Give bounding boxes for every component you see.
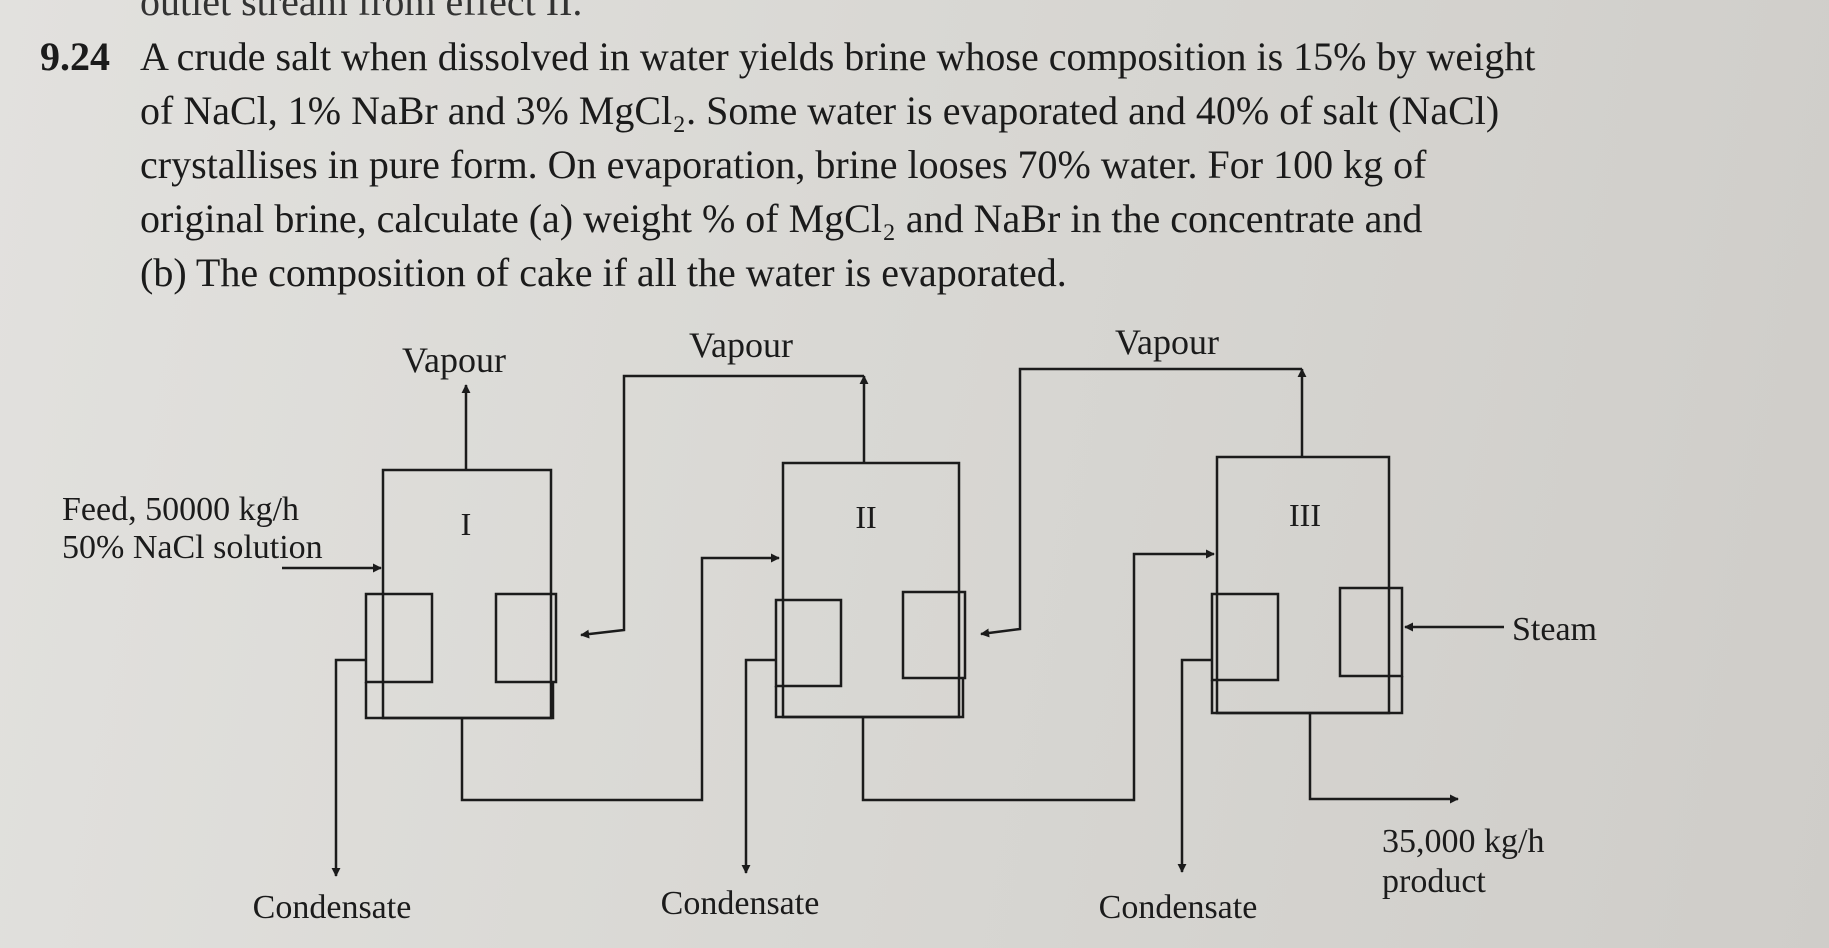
effect-3: [1210, 455, 1404, 715]
liquor-line-1-to-2: [460, 553, 780, 802]
vapour-label-2: Vapour: [689, 325, 793, 365]
vapour-line-1-to-2: [580, 374, 864, 639]
effect-3-left-coil: [1210, 592, 1280, 682]
problem-line: of NaCl, 1% NaBr and 3% MgCl₂. Some wate…: [140, 88, 1500, 133]
problem-line: crystallises in pure form. On evaporatio…: [140, 142, 1427, 187]
product-label-line-2: product: [1382, 863, 1486, 900]
effect-3-bottom-loop: [1210, 676, 1404, 715]
vapour-label-3: Vapour: [1115, 322, 1219, 362]
effect-2-bottom-loop: [774, 678, 965, 719]
product-label-line-1: 35,000 kg/h: [1382, 823, 1544, 860]
previous-problem-tail: outlet stream from effect II.: [140, 0, 583, 24]
condensate-label-3: Condensate: [1099, 889, 1258, 926]
condensate-label-2: Condensate: [661, 885, 820, 922]
vapour-label-1: Vapour: [402, 340, 506, 380]
condensate-label-1: Condensate: [253, 889, 412, 926]
effect-2-right-coil: [901, 590, 967, 680]
steam-label: Steam: [1512, 611, 1597, 648]
problem-text: A crude salt when dissolved in water yie…: [140, 30, 1680, 300]
effect-3-right-coil: [1338, 586, 1404, 678]
feed-label-line-2: 50% NaCl solution: [62, 529, 323, 566]
effect-2-left-coil: [774, 598, 843, 688]
effect-1-left-coil: [364, 592, 434, 684]
problem-number: 9.24: [40, 34, 110, 79]
problem-9-24: 9.24 A crude salt when dissolved in wate…: [40, 30, 1680, 300]
problem-line: A crude salt when dissolved in water yie…: [140, 34, 1536, 79]
effect-1-right-coil: [494, 592, 558, 684]
condensate-line-2: [741, 658, 776, 874]
vapour-line-2-to-3: [980, 367, 1302, 638]
effect-2: [774, 461, 967, 719]
product-line: [1308, 713, 1459, 804]
effect-1-bottom-loop: [364, 682, 555, 720]
problem-line: (b) The composition of cake if all the w…: [140, 250, 1067, 295]
effect-label-3: III: [1289, 497, 1321, 533]
problem-line: original brine, calculate (a) weight % o…: [140, 196, 1423, 241]
effect-label-2: II: [855, 499, 876, 535]
feed-label-line-1: Feed, 50000 kg/h: [62, 491, 299, 528]
condensate-line-3: [1177, 658, 1212, 873]
condensate-line-1: [331, 658, 366, 877]
effect-label-1: I: [461, 506, 472, 542]
liquor-line-2-to-3: [861, 549, 1215, 802]
effect-3-body: [1215, 455, 1391, 715]
